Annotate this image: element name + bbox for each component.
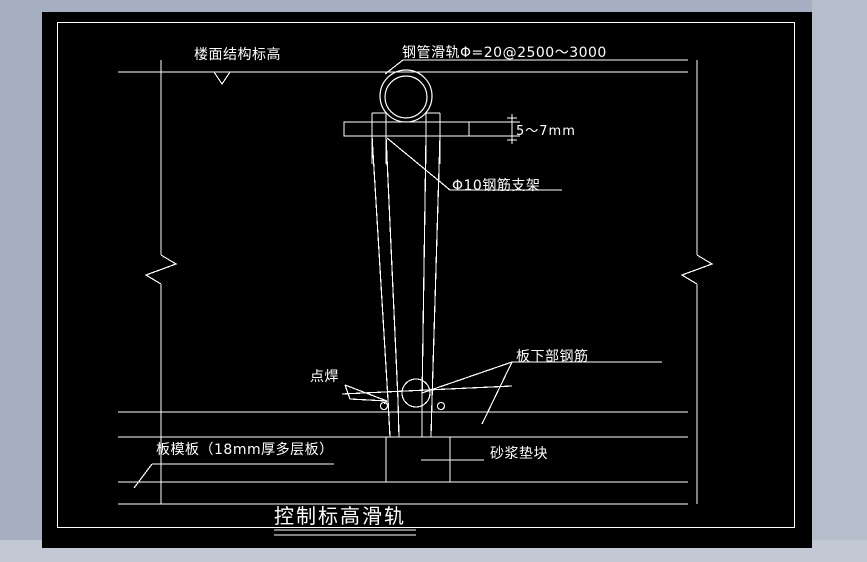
weld-point-right-circle <box>436 401 446 411</box>
page-background-right <box>812 0 867 562</box>
bottom-rebar-leader-b <box>481 361 513 425</box>
pipe-label-leader <box>384 59 404 75</box>
label-steel-pipe-slide-rail: 钢管滑轨Φ=20@2500～3000 <box>402 45 607 61</box>
drawing-sheet: 楼面结构标高 钢管滑轨Φ=20@2500～3000 5～7mm Φ10钢筋支架 … <box>42 12 812 548</box>
label-mortar-pad-block: 砂浆垫块 <box>490 446 548 462</box>
pipe-outer-circle <box>379 69 433 123</box>
break-symbol-right-zigzag-icon <box>680 254 714 285</box>
bottom-rebar-leader-a <box>421 361 513 394</box>
spot-weld-arrow-tip <box>383 400 388 405</box>
rebar-section-circle <box>401 378 431 408</box>
weld-point-left-circle <box>379 401 389 411</box>
support-bar-rect <box>343 121 470 137</box>
label-floor-structure-elevation: 楼面结构标高 <box>194 47 281 63</box>
elevation-triangle-icon <box>212 71 232 86</box>
leg-left-inner-ext <box>397 399 400 438</box>
label-slab-formwork: 板模板（18mm厚多层板） <box>156 442 334 458</box>
label-rebar-bracket: Φ10钢筋支架 <box>452 178 541 194</box>
pipe-inner-circle <box>384 75 428 119</box>
label-spot-weld: 点焊 <box>310 369 339 385</box>
leg-right-inner <box>421 135 427 401</box>
technical-drawing-vector <box>118 59 714 536</box>
slab-bottom-rebar-line <box>341 385 513 395</box>
break-symbol-left-zigzag-icon <box>144 254 178 285</box>
drawing-sheet-border <box>57 22 795 528</box>
bracket-label-leader <box>386 137 451 191</box>
leg-left-outer <box>371 135 389 401</box>
drawing-title: 控制标高滑轨 <box>274 504 406 528</box>
drawing-canvas: 楼面结构标高 钢管滑轨Φ=20@2500～3000 5～7mm Φ10钢筋支架 … <box>42 12 812 548</box>
leg-right-outer-ext <box>430 399 433 438</box>
leg-left-inner <box>385 135 399 401</box>
leg-left-outer-ext <box>387 399 391 438</box>
label-slab-bottom-rebar: 板下部钢筋 <box>516 349 589 365</box>
label-gap-dimension: 5～7mm <box>516 124 576 139</box>
formwork-label-leader <box>133 463 153 489</box>
leg-right-outer <box>431 135 441 401</box>
spot-weld-arrow-leader <box>344 384 388 402</box>
